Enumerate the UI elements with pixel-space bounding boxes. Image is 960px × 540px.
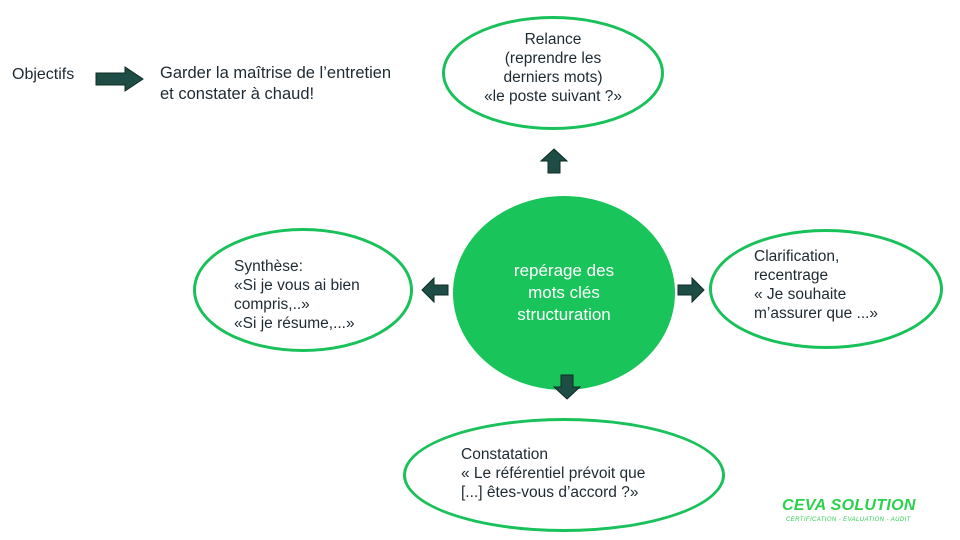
- constatation-line-3: [...] êtes-vous d’accord ?»: [461, 484, 639, 501]
- synthese-ellipse: Synthèse: «Si je vous ai bien compris,..…: [193, 228, 413, 352]
- center-line-2: mots clés: [528, 283, 600, 302]
- clarification-ellipse: Clarification, recentrage « Je souhaite …: [709, 229, 943, 349]
- synthese-line-3: compris,..»: [234, 296, 310, 313]
- constatation-line-2: « Le référentiel prévoit que: [461, 465, 646, 482]
- center-line-1: repérage des: [513, 261, 615, 280]
- clarification-text: Clarification, recentrage « Je souhaite …: [754, 247, 878, 323]
- objectifs-description: Garder la maîtrise de l’entretien et con…: [160, 63, 391, 105]
- clarification-line-1: Clarification,: [754, 248, 840, 265]
- synthese-line-2: «Si je vous ai bien: [234, 277, 360, 294]
- center-node: repérage des mots clés structuration: [453, 196, 675, 390]
- objectifs-arrow-right-icon: [95, 66, 144, 92]
- objectifs-line-1: Garder la maîtrise de l’entretien: [160, 64, 392, 82]
- constatation-ellipse: Constatation « Le référentiel prévoit qu…: [403, 418, 725, 532]
- synthese-text: Synthèse: «Si je vous ai bien compris,..…: [234, 257, 360, 333]
- objectifs-line-2: et constater à chaud!: [160, 85, 315, 103]
- objectifs-label: Objectifs: [12, 66, 75, 83]
- clarification-line-3: « Je souhaite: [754, 286, 847, 303]
- relance-text: Relance (reprendre les derniers mots) «l…: [445, 30, 661, 106]
- relance-line-3: derniers mots): [503, 69, 603, 86]
- logo-name: CEVA SOLUTION: [782, 497, 916, 514]
- synthese-line-4: «Si je résume,...»: [234, 315, 355, 332]
- arrow-down-icon: [552, 374, 582, 400]
- arrow-right-icon: [677, 276, 705, 304]
- center-line-3: structuration: [517, 305, 611, 324]
- constatation-line-1: Constatation: [461, 446, 549, 463]
- relance-line-4: «le poste suivant ?»: [484, 88, 622, 105]
- arrow-left-icon: [421, 276, 449, 304]
- relance-line-1: Relance: [524, 31, 582, 48]
- constatation-text: Constatation « Le référentiel prévoit qu…: [461, 445, 645, 502]
- synthese-line-1: Synthèse:: [234, 258, 303, 275]
- clarification-line-2: recentrage: [754, 267, 829, 284]
- arrow-up-icon: [539, 148, 569, 174]
- clarification-line-4: m’assurer que ...»: [754, 305, 879, 322]
- relance-line-2: (reprendre les: [504, 50, 602, 67]
- logo-tagline: CERTIFICATION - EVALUATION - AUDIT: [786, 517, 911, 523]
- relance-ellipse: Relance (reprendre les derniers mots) «l…: [442, 16, 664, 130]
